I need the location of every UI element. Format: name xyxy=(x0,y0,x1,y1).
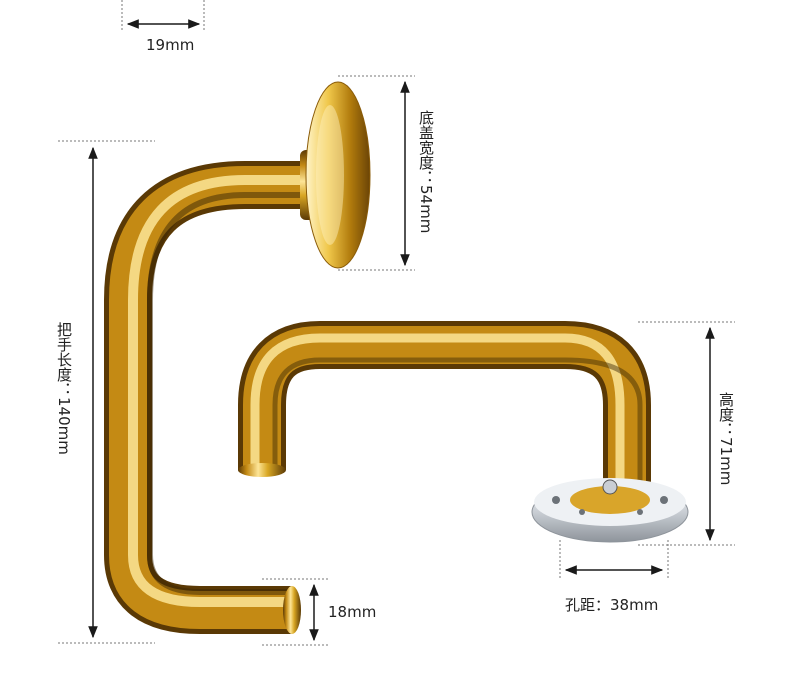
dim-base-cover xyxy=(338,75,415,271)
dim-handle-length xyxy=(58,140,155,644)
lever-end-cap xyxy=(238,463,286,477)
dim-end-height xyxy=(262,578,330,646)
label-top-width: 19mm xyxy=(146,36,195,54)
dim-hole-distance xyxy=(559,540,669,578)
label-hole-distance: 孔距：38mm xyxy=(565,596,659,614)
label-base-cover-width: 底盖宽度：54mm xyxy=(417,110,435,234)
label-end-height: 18mm xyxy=(328,603,377,621)
handle-end-cap xyxy=(283,586,301,634)
label-handle-length: 把手长度：140mm xyxy=(55,322,73,455)
right-handle xyxy=(238,321,689,543)
left-handle xyxy=(104,81,371,634)
dim-height xyxy=(638,321,735,546)
label-height: 高度：71mm xyxy=(717,392,735,486)
base-cover-rose xyxy=(305,81,371,269)
set-screw xyxy=(602,479,618,495)
dim-top-width xyxy=(121,0,205,30)
